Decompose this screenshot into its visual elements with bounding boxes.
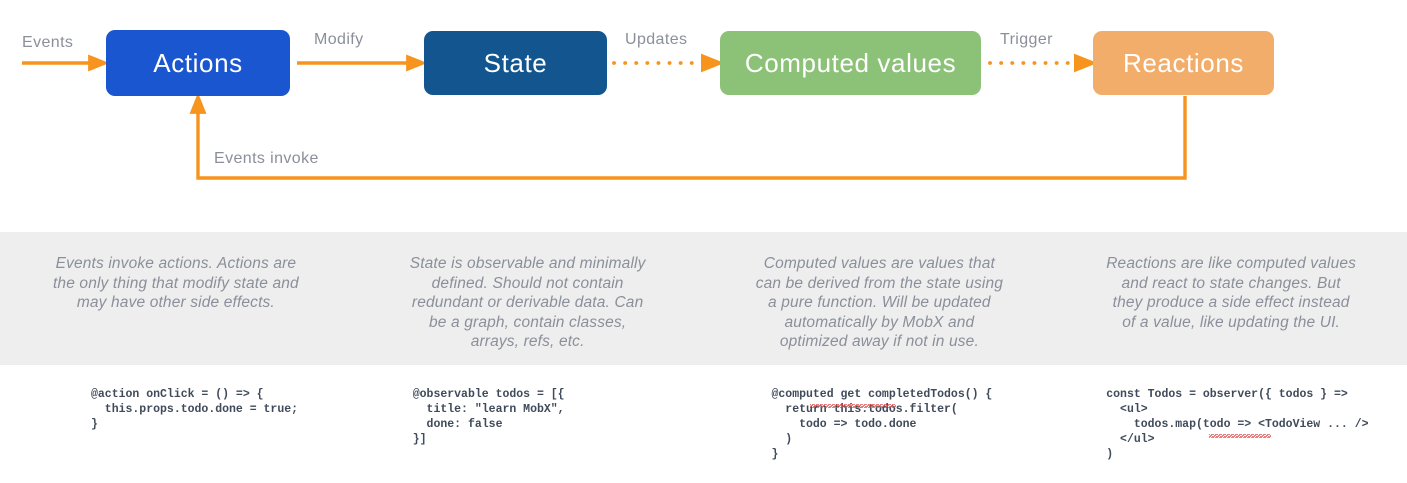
code-column-actions: @action onClick = () => { this.props.tod… — [0, 365, 352, 483]
code-sample-state[interactable]: @observable todos = [{ title: "learn Mob… — [412, 388, 565, 446]
code-band: @action onClick = () => { this.props.tod… — [0, 365, 1407, 483]
edge-label-updates: Updates — [625, 31, 688, 48]
description-column-reactions: Reactions are like computed values and r… — [1055, 232, 1407, 365]
code-sample-actions[interactable]: @action onClick = () => { this.props.tod… — [91, 388, 299, 431]
spellcheck-squiggle-completedtodos — [810, 404, 896, 408]
description-text-computed: Computed values are values that can be d… — [755, 255, 1004, 350]
code-column-state: @observable todos = [{ title: "learn Mob… — [352, 365, 704, 483]
flow-arrows-layer — [22, 53, 1187, 180]
edge-label-modify: Modify — [314, 31, 364, 48]
edge-label-events: Events — [22, 34, 74, 51]
node-state-label: State — [483, 47, 548, 78]
arrow-feedback-loop — [189, 92, 1187, 180]
node-state[interactable]: State — [424, 31, 607, 95]
code-sample-computed[interactable]: @computed get completedTodos() { return … — [771, 388, 993, 461]
code-sample-reactions[interactable]: const Todos = observer({ todos } => <ul>… — [1106, 388, 1369, 461]
spellcheck-squiggle-todoview — [1209, 434, 1271, 438]
description-text-actions: Events invoke actions. Actions are the o… — [52, 255, 299, 311]
description-column-state: State is observable and minimally define… — [352, 232, 704, 365]
description-text-state: State is observable and minimally define… — [409, 255, 646, 350]
node-computed-values[interactable]: Computed values — [720, 31, 981, 95]
node-reactions-label: Reactions — [1122, 47, 1245, 78]
edge-label-trigger: Trigger — [1000, 31, 1053, 48]
node-actions-label: Actions — [153, 47, 243, 78]
description-column-computed: Computed values are values that can be d… — [704, 232, 1056, 365]
node-actions[interactable]: Actions — [106, 30, 290, 96]
edge-label-events-invoke: Events invoke — [214, 150, 319, 167]
description-band: Events invoke actions. Actions are the o… — [0, 232, 1407, 365]
description-column-actions: Events invoke actions. Actions are the o… — [0, 232, 352, 365]
code-column-computed: @computed get completedTodos() { return … — [704, 365, 1056, 483]
description-text-reactions: Reactions are like computed values and r… — [1106, 255, 1357, 331]
node-reactions[interactable]: Reactions — [1093, 31, 1274, 95]
code-column-reactions: const Todos = observer({ todos } => <ul>… — [1055, 365, 1407, 483]
node-computed-values-label: Computed values — [744, 47, 957, 78]
